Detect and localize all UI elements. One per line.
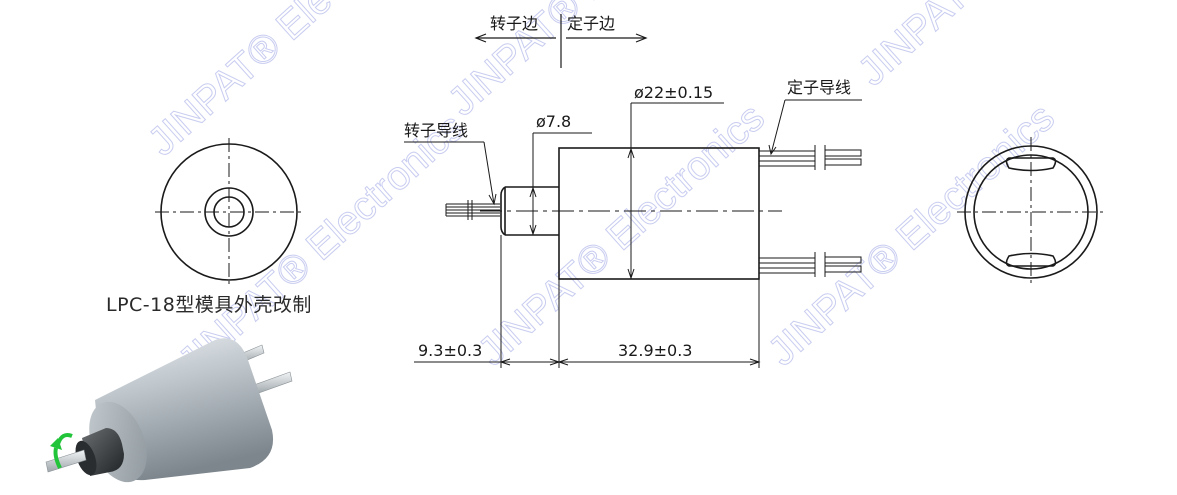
rear-view (957, 137, 1105, 287)
rotor-length-dimension: 9.3±0.3 (418, 341, 483, 360)
direction-indicator (474, 14, 648, 68)
drawing-caption: LPC-18型模具外壳改制 (106, 294, 312, 316)
housing-diameter-dimension: ø22±0.15 (634, 83, 714, 102)
housing-length-dimension: 32.9±0.3 (618, 341, 693, 360)
side-view (445, 145, 862, 280)
stator-wire-callout: 定子导线 (787, 78, 852, 97)
front-view (155, 138, 303, 286)
3d-render (45, 338, 293, 483)
rotor-wire-callout: 转子导线 (404, 121, 469, 140)
dimension-lines (404, 99, 862, 368)
rotor-diameter-dimension: ø7.8 (536, 112, 572, 131)
rotor-side-label: 转子边 (490, 14, 539, 33)
stator-side-label: 定子边 (567, 14, 616, 33)
